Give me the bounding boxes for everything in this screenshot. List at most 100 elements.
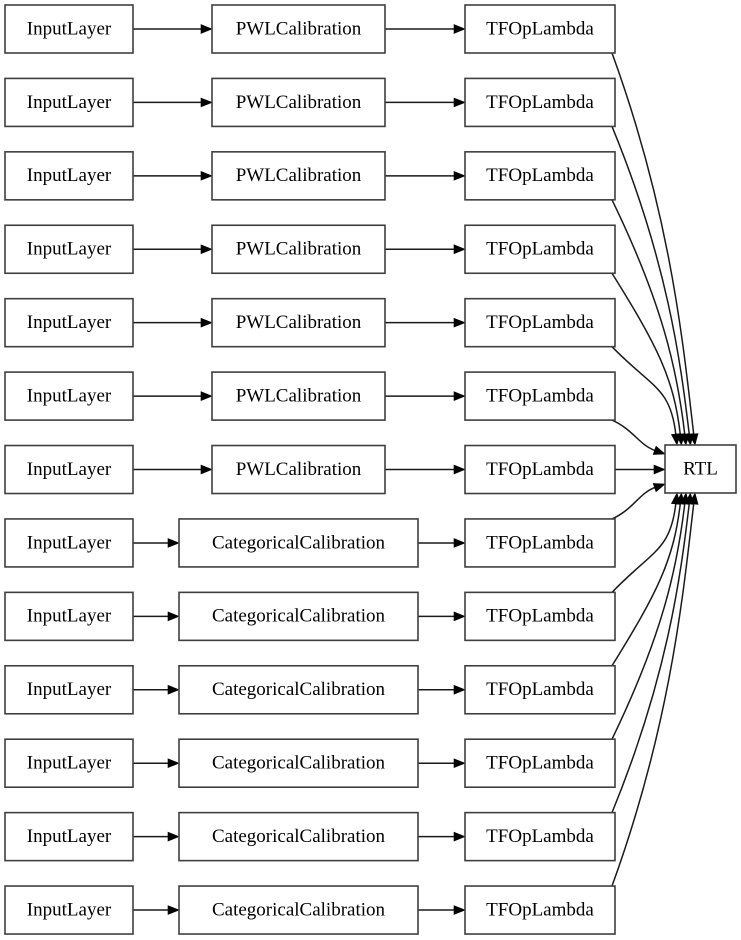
- node-tf-op-lambda-3-box[interactable]: [464, 224, 616, 275]
- node-input-layer-2-box[interactable]: [4, 151, 134, 201]
- node-calibration-10[interactable]: CategoricalCalibration: [178, 738, 419, 789]
- node-input-layer-1[interactable]: InputLayer: [4, 77, 134, 128]
- node-tf-op-lambda-3[interactable]: TFOpLambda: [464, 224, 616, 275]
- node-input-layer-0-box[interactable]: [4, 4, 134, 54]
- node-input-layer-6-box[interactable]: [4, 444, 134, 495]
- node-calibration-10-box[interactable]: [178, 738, 419, 789]
- node-calibration-3[interactable]: PWLCalibration: [211, 224, 386, 275]
- node-tf-op-lambda-8-box[interactable]: [464, 591, 616, 642]
- node-input-layer-label-10: InputLayer: [27, 753, 112, 774]
- node-tf-op-lambda-8[interactable]: TFOpLambda: [464, 591, 616, 642]
- node-calibration-7[interactable]: CategoricalCalibration: [178, 518, 419, 568]
- node-rtl-box[interactable]: [664, 444, 737, 494]
- node-calibration-8[interactable]: CategoricalCalibration: [178, 591, 419, 642]
- node-input-layer-6[interactable]: InputLayer: [4, 444, 134, 495]
- node-tf-op-lambda-10-box[interactable]: [464, 738, 616, 789]
- node-calibration-4-box[interactable]: [211, 297, 386, 348]
- edge-input-to-calibration-2-arrowhead: [200, 170, 213, 181]
- node-calibration-label-8: CategoricalCalibration: [212, 606, 386, 627]
- node-tf-op-lambda-0-box[interactable]: [464, 4, 616, 54]
- node-input-layer-5[interactable]: InputLayer: [4, 371, 134, 421]
- node-calibration-1[interactable]: PWLCalibration: [211, 77, 386, 128]
- node-input-layer-8-box[interactable]: [4, 591, 134, 642]
- node-input-layer-12[interactable]: InputLayer: [4, 885, 134, 935]
- node-input-layer-9[interactable]: InputLayer: [4, 664, 134, 715]
- node-calibration-7-box[interactable]: [178, 518, 419, 568]
- node-calibration-11-box[interactable]: [178, 811, 419, 862]
- node-input-layer-label-1: InputLayer: [27, 92, 112, 113]
- edge-input-to-calibration-12-arrowhead: [167, 905, 180, 915]
- edge-calibration-to-lambda-1-arrowhead: [453, 97, 466, 108]
- node-calibration-9-box[interactable]: [178, 664, 419, 715]
- node-input-layer-label-12: InputLayer: [27, 899, 112, 920]
- node-tf-op-lambda-1[interactable]: TFOpLambda: [464, 77, 616, 128]
- edge-lambda-to-rtl-5: [611, 419, 656, 452]
- node-tf-op-lambda-11-box[interactable]: [464, 811, 616, 862]
- node-input-layer-7-box[interactable]: [4, 518, 134, 568]
- node-rtl[interactable]: RTL: [664, 444, 737, 494]
- node-calibration-3-box[interactable]: [211, 224, 386, 275]
- node-tf-op-lambda-2-box[interactable]: [464, 151, 616, 201]
- node-tf-op-lambda-10[interactable]: TFOpLambda: [464, 738, 616, 789]
- node-input-layer-label-7: InputLayer: [27, 532, 112, 553]
- node-tf-op-lambda-7[interactable]: TFOpLambda: [464, 518, 616, 568]
- node-input-layer-5-box[interactable]: [4, 371, 134, 421]
- edge-lambda-to-rtl-9: [611, 502, 682, 667]
- node-calibration-8-box[interactable]: [178, 591, 419, 642]
- node-calibration-0[interactable]: PWLCalibration: [211, 4, 386, 54]
- node-calibration-12-box[interactable]: [178, 885, 419, 935]
- node-input-layer-4-box[interactable]: [4, 297, 134, 348]
- node-tf-op-lambda-9[interactable]: TFOpLambda: [464, 664, 616, 715]
- node-calibration-1-box[interactable]: [211, 77, 386, 128]
- node-tf-op-lambda-6[interactable]: TFOpLambda: [464, 444, 616, 495]
- node-input-layer-2[interactable]: InputLayer: [4, 151, 134, 201]
- node-tf-op-lambda-2[interactable]: TFOpLambda: [464, 151, 616, 201]
- node-input-layer-3-box[interactable]: [4, 224, 134, 275]
- node-calibration-11[interactable]: CategoricalCalibration: [178, 811, 419, 862]
- edge-calibration-to-lambda-3-arrowhead: [453, 244, 466, 255]
- node-calibration-9[interactable]: CategoricalCalibration: [178, 664, 419, 715]
- node-tf-op-lambda-5-box[interactable]: [464, 371, 616, 421]
- edge-input-to-calibration-0-arrowhead: [200, 24, 213, 34]
- node-tf-op-lambda-1-box[interactable]: [464, 77, 616, 128]
- node-tf-op-lambda-11[interactable]: TFOpLambda: [464, 811, 616, 862]
- node-calibration-4[interactable]: PWLCalibration: [211, 297, 386, 348]
- node-input-layer-11-box[interactable]: [4, 811, 134, 862]
- node-calibration-6-box[interactable]: [211, 444, 386, 495]
- node-input-layer-9-box[interactable]: [4, 664, 134, 715]
- node-input-layer-4[interactable]: InputLayer: [4, 297, 134, 348]
- edge-calibration-to-lambda-4-arrowhead: [453, 317, 466, 328]
- node-calibration-2[interactable]: PWLCalibration: [211, 151, 386, 201]
- node-input-layer-1-box[interactable]: [4, 77, 134, 128]
- node-tf-op-lambda-12[interactable]: TFOpLambda: [464, 885, 616, 935]
- node-input-layer-11[interactable]: InputLayer: [4, 811, 134, 862]
- node-input-layer-12-box[interactable]: [4, 885, 134, 935]
- node-tf-op-lambda-0[interactable]: TFOpLambda: [464, 4, 616, 54]
- node-tf-op-lambda-12-box[interactable]: [464, 885, 616, 935]
- node-input-layer-10-box[interactable]: [4, 738, 134, 789]
- node-tf-op-lambda-7-box[interactable]: [464, 518, 616, 568]
- node-calibration-12[interactable]: CategoricalCalibration: [178, 885, 419, 935]
- node-tf-op-lambda-4-box[interactable]: [464, 297, 616, 348]
- edge-input-to-calibration-4-arrowhead: [200, 317, 213, 328]
- node-tf-op-lambda-4[interactable]: TFOpLambda: [464, 297, 616, 348]
- node-input-layer-7[interactable]: InputLayer: [4, 518, 134, 568]
- node-input-layer-8[interactable]: InputLayer: [4, 591, 134, 642]
- node-calibration-6[interactable]: PWLCalibration: [211, 444, 386, 495]
- node-input-layer-0[interactable]: InputLayer: [4, 4, 134, 54]
- node-calibration-0-box[interactable]: [211, 4, 386, 54]
- node-tf-op-lambda-label-0: TFOpLambda: [486, 18, 594, 39]
- node-tf-op-lambda-9-box[interactable]: [464, 664, 616, 715]
- edge-lambda-to-rtl-5-arrowhead: [652, 445, 666, 455]
- node-calibration-5-box[interactable]: [211, 371, 386, 421]
- node-calibration-5[interactable]: PWLCalibration: [211, 371, 386, 421]
- node-calibration-2-box[interactable]: [211, 151, 386, 201]
- node-tf-op-lambda-5[interactable]: TFOpLambda: [464, 371, 616, 421]
- node-tf-op-lambda-6-box[interactable]: [464, 444, 616, 495]
- node-tf-op-lambda-label-1: TFOpLambda: [486, 92, 594, 113]
- edge-calibration-to-lambda-2-arrowhead: [453, 170, 466, 181]
- edge-lambda-to-rtl-0: [611, 52, 695, 436]
- node-input-layer-3[interactable]: InputLayer: [4, 224, 134, 275]
- node-input-layer-10[interactable]: InputLayer: [4, 738, 134, 789]
